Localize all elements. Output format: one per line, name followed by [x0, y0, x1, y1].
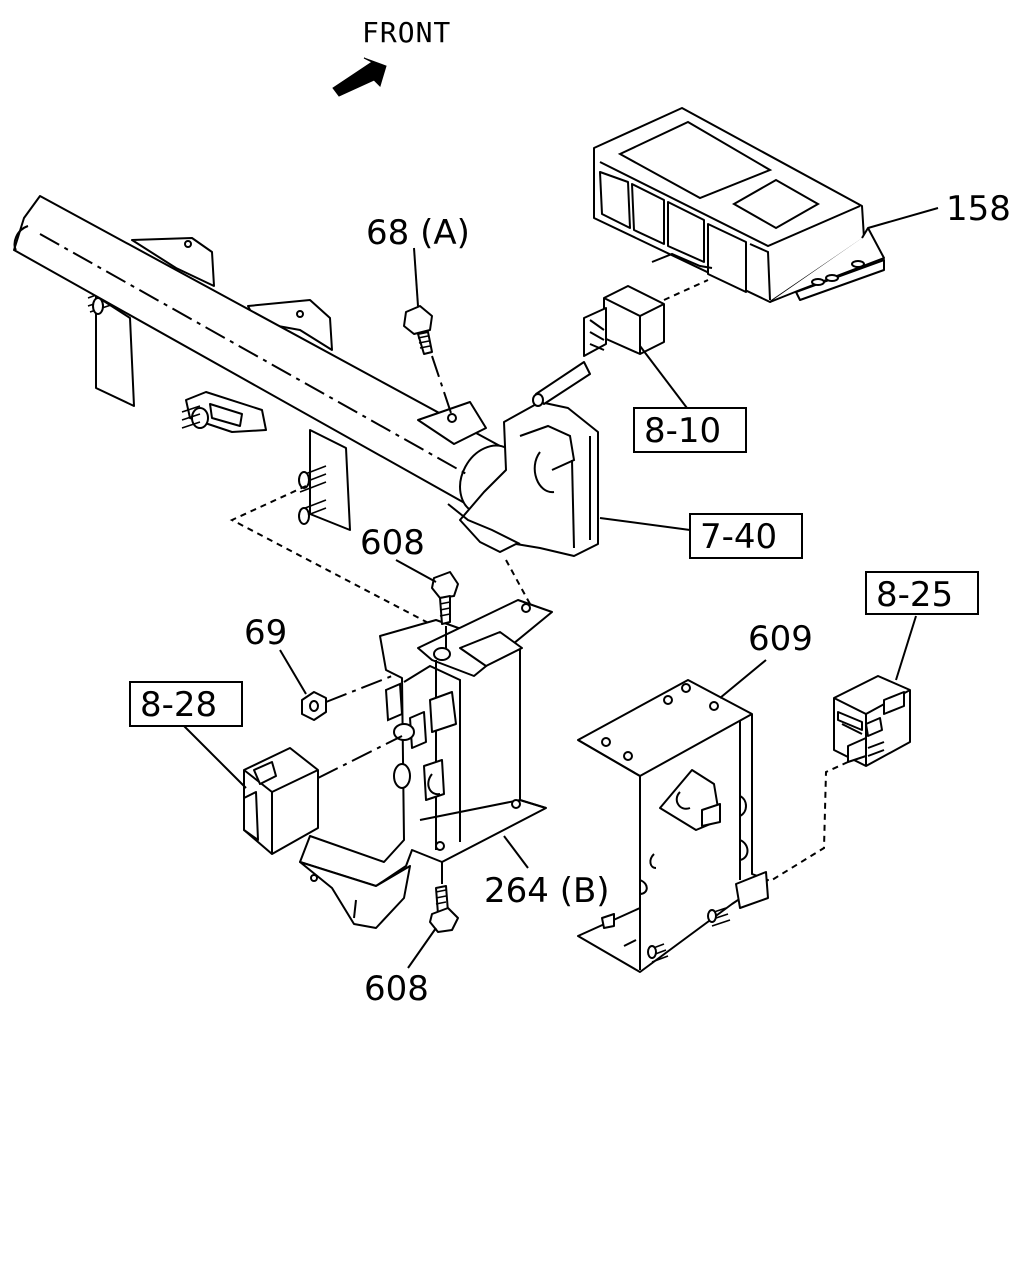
callout-608-bottom-text: 608 — [364, 969, 429, 1009]
callout-69: 69 — [244, 613, 287, 653]
callout-609-text: 609 — [748, 619, 813, 659]
callout-8-10-box — [633, 407, 747, 453]
connector-8-25 — [771, 675, 911, 881]
callout-264b-text: 264 (B) — [484, 871, 610, 911]
callout-158: 158 — [946, 189, 1011, 229]
bracket-609 — [577, 679, 769, 973]
callout-7-40: 7-40 — [689, 513, 803, 559]
relay-8-28 — [243, 735, 403, 855]
bracket-264b — [299, 599, 553, 929]
bolt-68a — [403, 305, 453, 417]
front-arrow-icon — [332, 57, 387, 97]
control-unit-158 — [593, 107, 885, 303]
callout-8-25: 8-25 — [865, 571, 979, 615]
leader-lines — [181, 207, 939, 969]
front-label: FRONT — [362, 16, 451, 49]
callout-68a-text: 68 (A) — [366, 213, 470, 253]
callout-8-25-text: 8-25 — [876, 575, 953, 615]
callout-8-28: 8-28 — [129, 681, 243, 727]
callout-608-top-text: 608 — [360, 523, 425, 563]
callout-158-text: 158 — [946, 189, 1011, 229]
bolt-608-top — [431, 571, 459, 650]
callout-69-text: 69 — [244, 613, 287, 653]
callout-608-top: 608 — [360, 523, 425, 563]
callout-68a: 68 (A) — [366, 213, 470, 253]
connector-8-10 — [532, 279, 709, 407]
callout-609: 609 — [748, 619, 813, 659]
callout-608-bottom: 608 — [364, 969, 429, 1009]
bolt-608-bottom — [429, 862, 459, 933]
callout-8-10: 8-10 — [633, 407, 747, 453]
steering-column-support — [447, 401, 599, 557]
callout-7-40-box — [689, 513, 803, 559]
callout-8-10-text: 8-10 — [644, 411, 721, 451]
callout-8-28-box — [129, 681, 243, 727]
callout-8-28-text: 8-28 — [140, 685, 217, 725]
nut-69 — [301, 675, 393, 721]
callout-264b: 264 (B) — [484, 871, 610, 911]
callout-7-40-text: 7-40 — [700, 517, 777, 557]
callout-8-25-box — [865, 571, 979, 615]
